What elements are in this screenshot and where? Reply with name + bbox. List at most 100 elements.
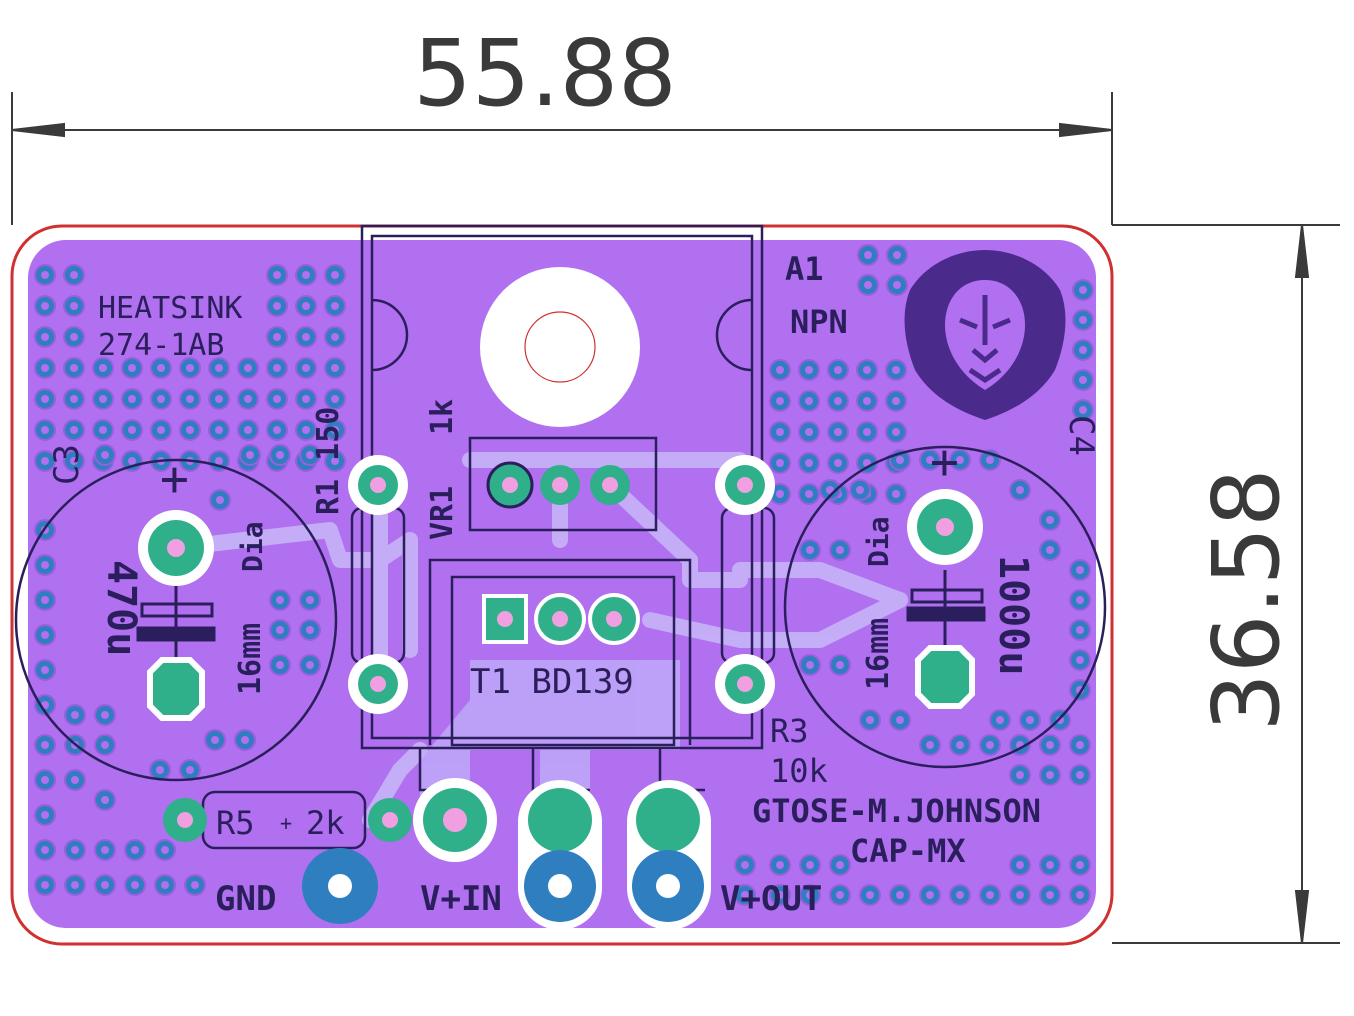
via-hole (1076, 656, 1084, 664)
via-hole (71, 711, 79, 719)
via-hole (834, 428, 842, 436)
via-hole (41, 666, 49, 674)
via-hole (805, 459, 813, 467)
lion-head-icon (904, 250, 1066, 420)
via-hole (41, 776, 49, 784)
via-hole (1046, 861, 1054, 869)
via-hole (156, 766, 164, 774)
via-hole (1046, 891, 1054, 899)
via-hole (896, 456, 904, 464)
dimension-width-label: 55.88 (413, 20, 676, 127)
c4-plus: + (930, 434, 959, 490)
mounting-hole-inner (524, 311, 596, 383)
via-hole (244, 395, 252, 403)
cap-c3-outline (14, 458, 338, 782)
via-hole (805, 428, 813, 436)
via-hole (41, 811, 49, 819)
via-hole (866, 891, 874, 899)
via-hole (41, 457, 49, 465)
via-hole (246, 451, 254, 459)
cap-1000-label: 1000u (990, 555, 1036, 675)
cap-c4-outline (783, 445, 1107, 769)
via-hole (863, 397, 871, 405)
via-hole (276, 626, 284, 634)
r5-value-label: 2k (306, 804, 345, 842)
via-hole (306, 451, 314, 459)
via-hole (892, 366, 900, 374)
via-hole (866, 716, 874, 724)
via-hole (70, 395, 78, 403)
via-hole (191, 881, 199, 889)
via-hole (986, 741, 994, 749)
r3-value-label: 10k (770, 752, 828, 790)
via-hole (70, 426, 78, 434)
via-hole (101, 451, 109, 459)
size-left-label: 16mm (233, 623, 268, 695)
via-hole (41, 881, 49, 889)
via-hole (157, 426, 165, 434)
via-hole (128, 457, 136, 465)
via-hole (302, 364, 310, 372)
via-hole (241, 736, 249, 744)
via-hole (806, 661, 814, 669)
via-hole (1046, 546, 1054, 554)
via-hole (926, 741, 934, 749)
via-hole (331, 457, 339, 465)
via-hole (896, 716, 904, 724)
via-hole (101, 881, 109, 889)
via-hole (1016, 891, 1024, 899)
via-hole (776, 891, 784, 899)
via-hole (863, 366, 871, 374)
via-hole (215, 364, 223, 372)
via-hole (306, 596, 314, 604)
via-hole (1016, 771, 1024, 779)
via-hole (128, 364, 136, 372)
c4-label: C4 (1061, 415, 1101, 456)
via-hole (1076, 626, 1084, 634)
via-hole (41, 364, 49, 372)
via-hole (99, 364, 107, 372)
board-copper (28, 240, 1096, 928)
via-hole (216, 496, 224, 504)
via-hole (157, 395, 165, 403)
via-hole (806, 861, 814, 869)
via-hole (776, 459, 784, 467)
via-hole (41, 271, 49, 279)
dia-left-label: Dia (236, 521, 269, 572)
via-hole (70, 364, 78, 372)
via-hole (161, 846, 169, 854)
via-hole (71, 776, 79, 784)
via-hole (776, 861, 784, 869)
via-hole (805, 490, 813, 498)
via-hole (1076, 566, 1084, 574)
via-hole (956, 891, 964, 899)
dia-right-label: Dia (862, 516, 895, 567)
via-hole (776, 397, 784, 405)
via-hole (805, 397, 813, 405)
r5-plus: + (280, 811, 292, 835)
via-hole (1076, 596, 1084, 604)
mounting-hole (480, 267, 640, 427)
via-hole (41, 395, 49, 403)
via-hole (41, 596, 49, 604)
via-hole (157, 364, 165, 372)
via-hole (1079, 316, 1087, 324)
via-hole (996, 716, 1004, 724)
via-hole (70, 333, 78, 341)
via-hole (276, 451, 284, 459)
via-hole (215, 457, 223, 465)
via-hole (161, 881, 169, 889)
via-hole (101, 846, 109, 854)
via-hole (41, 426, 49, 434)
heatsink-line2: 274-1AB (98, 328, 224, 363)
via-hole (1016, 486, 1024, 494)
via-hole (273, 364, 281, 372)
via-hole (1016, 861, 1024, 869)
wide-traces (420, 660, 680, 800)
size-right-label: 16mm (861, 618, 896, 690)
via-hole (331, 364, 339, 372)
via-hole (776, 366, 784, 374)
via-hole (131, 881, 139, 889)
npn-label: NPN (790, 303, 848, 341)
